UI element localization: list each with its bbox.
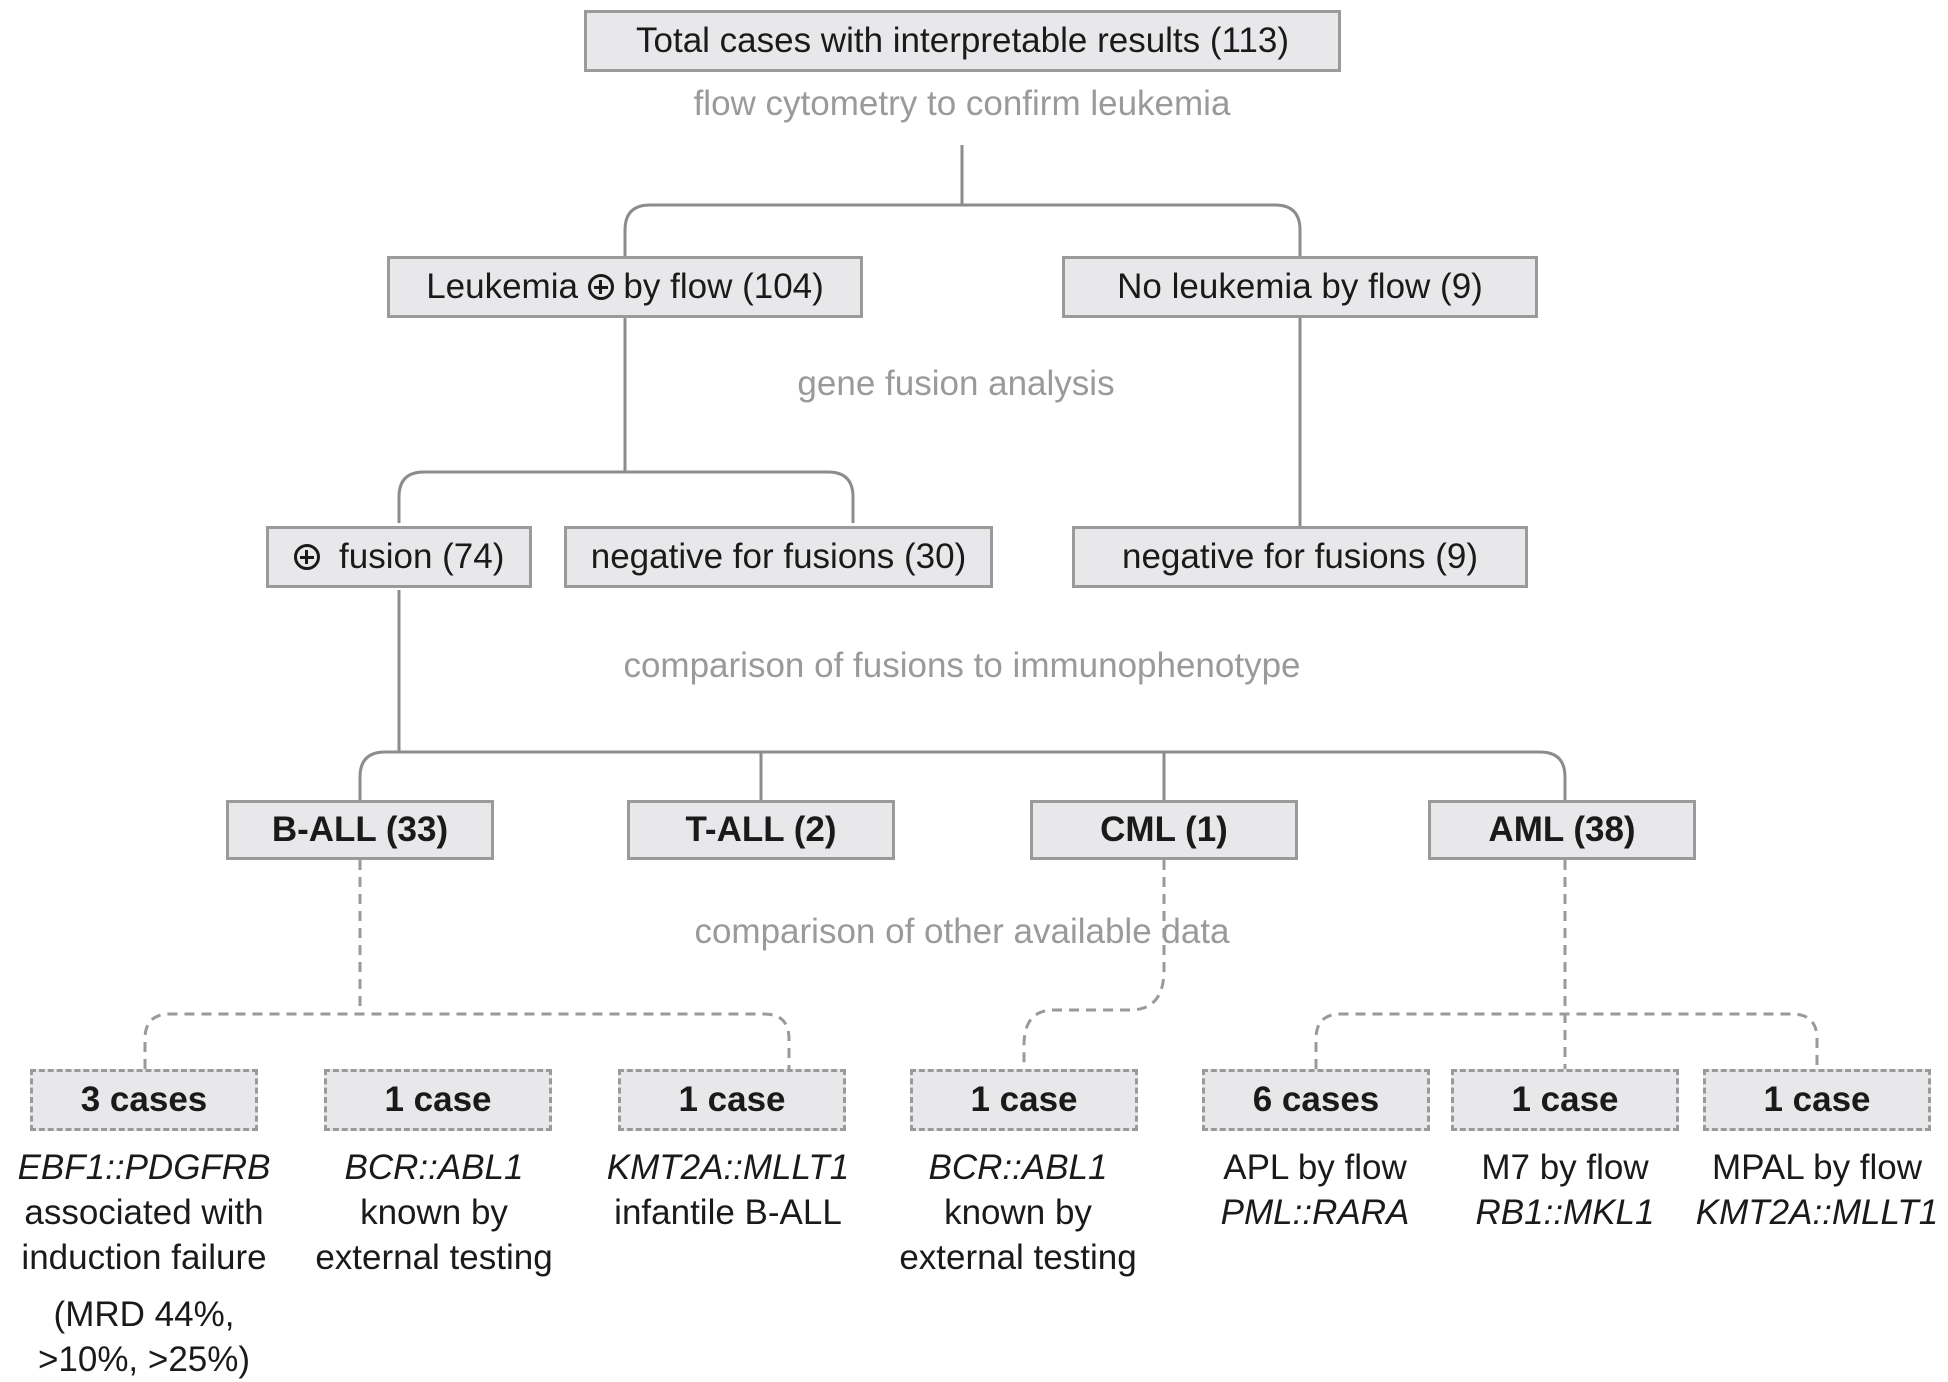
aml-1-case-m7-box: 1 case bbox=[1451, 1069, 1679, 1131]
note-ebf1-pdgfrb: EBF1::PDGFRB associated with induction f… bbox=[18, 1145, 271, 1382]
note-line: KMT2A::MLLT1 bbox=[1695, 1193, 1939, 1232]
negative-fusions-9-label: negative for fusions (9) bbox=[1121, 537, 1478, 576]
aml-box: AML (38) bbox=[1428, 800, 1696, 860]
note-line: known by bbox=[944, 1193, 1092, 1232]
no-leukemia-label: No leukemia by flow (9) bbox=[1117, 267, 1483, 306]
note-line: infantile B-ALL bbox=[614, 1193, 842, 1232]
note-line: known by bbox=[360, 1193, 508, 1232]
total-cases-box: Total cases with interpretable results (… bbox=[584, 10, 1341, 72]
step-gene-fusion: gene fusion analysis bbox=[797, 364, 1115, 403]
note-line: induction failure bbox=[21, 1238, 267, 1277]
b-all-3-cases-label: 3 cases bbox=[80, 1080, 208, 1119]
note-line: MPAL by flow bbox=[1711, 1148, 1923, 1187]
cml-1-case-label: 1 case bbox=[970, 1080, 1078, 1119]
step-immunophenotype: comparison of fusions to immunophenotype bbox=[623, 646, 1301, 685]
note-line: >10%, >25%) bbox=[37, 1340, 251, 1379]
leukemia-positive-box: Leukemia by flow (104) bbox=[387, 256, 863, 318]
no-leukemia-box: No leukemia by flow (9) bbox=[1062, 256, 1538, 318]
aml-1-case-mpal-box: 1 case bbox=[1703, 1069, 1931, 1131]
connector-top-split bbox=[623, 203, 1302, 256]
t-all-box: T-ALL (2) bbox=[627, 800, 895, 860]
b-all-1-case-kmt2a-label: 1 case bbox=[678, 1080, 786, 1119]
note-kmt2a-mllt1: KMT2A::MLLT1 infantile B-ALL bbox=[607, 1145, 849, 1235]
note-line: EBF1::PDGFRB bbox=[17, 1148, 271, 1187]
negative-fusions-9-box: negative for fusions (9) bbox=[1072, 526, 1528, 588]
b-all-1-case-bcr-box: 1 case bbox=[324, 1069, 552, 1131]
b-all-label: B-ALL (33) bbox=[271, 810, 449, 849]
circled-plus-icon bbox=[587, 274, 614, 300]
note-line: BCR::ABL1 bbox=[344, 1148, 524, 1187]
note-line: BCR::ABL1 bbox=[928, 1148, 1108, 1187]
b-all-3-cases-box: 3 cases bbox=[30, 1069, 258, 1131]
fusion-label: fusion (74) bbox=[339, 537, 505, 576]
note-mpal: MPAL by flow KMT2A::MLLT1 bbox=[1696, 1145, 1938, 1235]
note-line: APL by flow bbox=[1223, 1148, 1407, 1187]
b-all-1-case-bcr-label: 1 case bbox=[384, 1080, 492, 1119]
cml-label: CML (1) bbox=[1100, 810, 1228, 849]
step-flow-cytometry: flow cytometry to confirm leukemia bbox=[693, 84, 1231, 123]
connector-fusion-split bbox=[397, 470, 855, 523]
note-line: (MRD 44%, bbox=[53, 1295, 235, 1334]
aml-1-case-mpal-label: 1 case bbox=[1763, 1080, 1871, 1119]
note-b-all-bcr-abl1: BCR::ABL1 known by external testing bbox=[315, 1145, 552, 1280]
by-flow-label: by flow (104) bbox=[623, 267, 824, 306]
cml-1-case-box: 1 case bbox=[910, 1069, 1138, 1131]
cml-box: CML (1) bbox=[1030, 800, 1298, 860]
step-other-data: comparison of other available data bbox=[694, 912, 1230, 951]
note-m7: M7 by flow RB1::MKL1 bbox=[1476, 1145, 1655, 1235]
negative-fusions-30-label: negative for fusions (30) bbox=[590, 537, 967, 576]
fusion-positive-box: fusion (74) bbox=[266, 526, 532, 588]
aml-6-cases-box: 6 cases bbox=[1202, 1069, 1430, 1131]
note-line: M7 by flow bbox=[1481, 1148, 1649, 1187]
negative-fusions-30-box: negative for fusions (30) bbox=[564, 526, 993, 588]
connector-aml-split bbox=[1314, 1012, 1819, 1069]
t-all-label: T-ALL (2) bbox=[685, 810, 837, 849]
b-all-box: B-ALL (33) bbox=[226, 800, 494, 860]
connector-ball-split bbox=[143, 1012, 791, 1069]
note-line: associated with bbox=[24, 1193, 264, 1232]
leukemia-label: Leukemia bbox=[426, 267, 578, 306]
aml-label: AML (38) bbox=[1488, 810, 1636, 849]
connector-subtype-split bbox=[358, 750, 1567, 800]
note-line: PML::RARA bbox=[1220, 1193, 1410, 1232]
circled-plus-icon bbox=[293, 544, 320, 570]
connector-cml-dashed bbox=[1022, 860, 1166, 1069]
note-line: KMT2A::MLLT1 bbox=[606, 1148, 850, 1187]
aml-1-case-m7-label: 1 case bbox=[1511, 1080, 1619, 1119]
note-cml-bcr-abl1: BCR::ABL1 known by external testing bbox=[899, 1145, 1136, 1280]
total-cases-label: Total cases with interpretable results (… bbox=[636, 21, 1289, 60]
b-all-1-case-kmt2a-box: 1 case bbox=[618, 1069, 846, 1131]
note-line: external testing bbox=[899, 1238, 1137, 1277]
note-line: external testing bbox=[315, 1238, 553, 1277]
note-apl: APL by flow PML::RARA bbox=[1221, 1145, 1410, 1235]
note-line: RB1::MKL1 bbox=[1475, 1193, 1655, 1232]
aml-6-cases-label: 6 cases bbox=[1252, 1080, 1380, 1119]
